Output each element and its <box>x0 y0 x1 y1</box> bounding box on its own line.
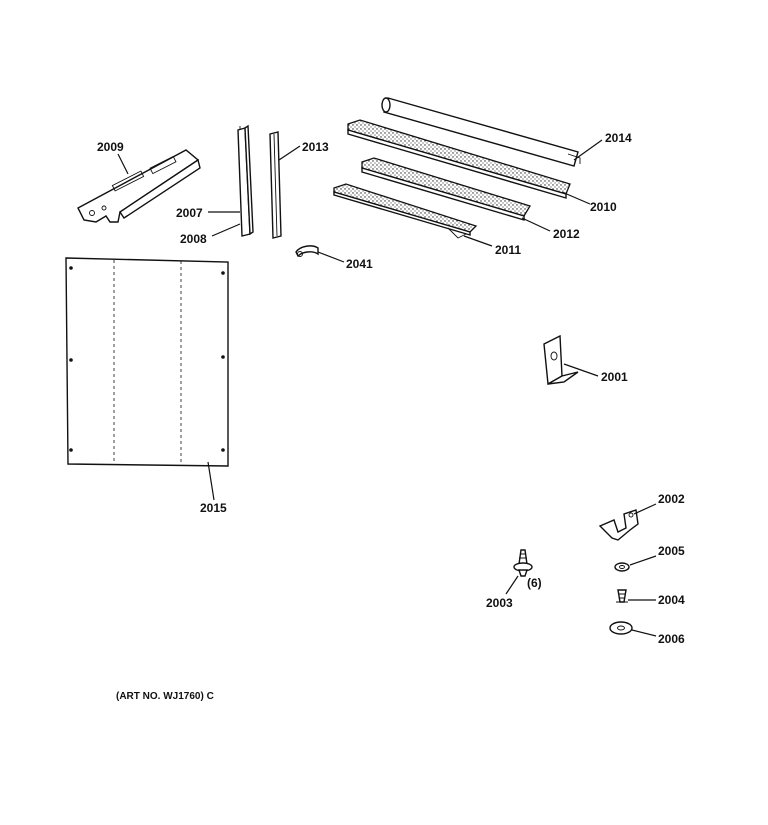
angle-bracket-part-2001 <box>543 334 579 386</box>
foam-strip-part-2010 <box>347 119 571 199</box>
callout-2010: 2010 <box>590 200 617 214</box>
callout-2008: 2008 <box>180 232 207 246</box>
washer-part-2005 <box>614 562 630 572</box>
screw-part-2003 <box>513 549 533 577</box>
leader-2011 <box>463 235 493 247</box>
leader-2006 <box>631 629 657 637</box>
clip-part-2041 <box>295 245 319 258</box>
art-number-caption: (ART NO. WJ1760) C <box>116 691 214 702</box>
bracket-part-2002 <box>598 509 639 541</box>
leader-2008 <box>211 223 241 237</box>
callout-2041: 2041 <box>346 257 373 271</box>
callout-2013: 2013 <box>302 140 329 154</box>
leader-2015 <box>207 461 215 501</box>
callout-2002: 2002 <box>658 492 685 506</box>
channel-part-2007-2008 <box>237 124 254 237</box>
panel-part-2015 <box>65 257 229 467</box>
strip-part-2013 <box>269 131 282 239</box>
leader-2001 <box>563 363 599 377</box>
callout-2011: 2011 <box>495 243 521 257</box>
callout-2009: 2009 <box>97 140 124 154</box>
callout-2015: 2015 <box>200 501 227 515</box>
leader-2005 <box>629 555 657 566</box>
leader-2003 <box>505 575 519 595</box>
leader-2041 <box>317 251 345 263</box>
leader-2014 <box>573 139 603 161</box>
leader-2010 <box>561 191 591 205</box>
screw-part-2004 <box>616 589 628 603</box>
callout-2004: 2004 <box>658 593 685 607</box>
quantity-2003: (6) <box>527 576 542 590</box>
callout-2006: 2006 <box>658 632 685 646</box>
seal-tube-part-2014 <box>381 97 581 167</box>
callout-2001: 2001 <box>601 370 628 384</box>
foam-strip-part-2012 <box>361 157 531 221</box>
callout-2007: 2007 <box>176 206 203 220</box>
leader-2002 <box>633 503 657 515</box>
callout-2003: 2003 <box>486 596 513 610</box>
callout-2014: 2014 <box>605 131 632 145</box>
leader-2009 <box>117 153 129 175</box>
washer-part-2006 <box>609 621 633 635</box>
strip-part-2011 <box>333 183 478 239</box>
callout-2005: 2005 <box>658 544 685 558</box>
leader-2013 <box>278 145 301 161</box>
callout-2012: 2012 <box>553 227 580 241</box>
bracket-part-2009 <box>77 149 201 223</box>
leader-2012 <box>521 217 551 232</box>
